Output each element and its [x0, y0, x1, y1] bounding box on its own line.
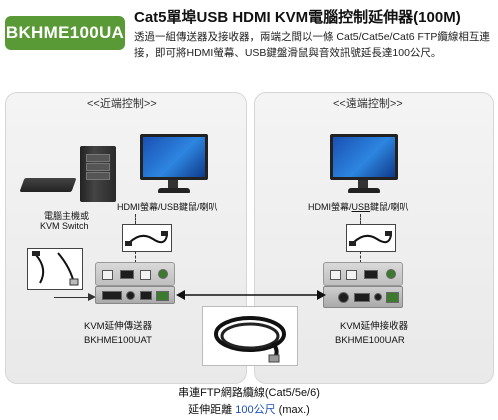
remote-hdmi-cable-icon — [346, 224, 396, 252]
distance-value: 100公尺 — [235, 404, 276, 416]
receiver-label: KVM延伸接收器 — [340, 321, 409, 332]
link-arrow — [176, 290, 326, 300]
host-label-line2: KVM Switch — [40, 221, 89, 231]
receiver-model: BKHME100UAR — [335, 335, 405, 346]
kvm-switch-icon — [19, 178, 77, 192]
transmitter-model: BKHME100UAT — [84, 335, 152, 346]
ftp-cable-icon — [202, 306, 298, 366]
cable-spec: 串連FTP網路纜線(Cat5/5e/6) — [178, 387, 320, 399]
pc-tower-icon — [80, 146, 116, 202]
remote-monitor-icon — [330, 134, 398, 196]
model-number: BKHME100UA — [5, 23, 125, 42]
model-badge: BKHME100UA — [5, 16, 125, 50]
remote-display-label: HDMI螢幕/USB鍵鼠/喇叭 — [308, 202, 409, 212]
receiver-unit — [323, 262, 403, 308]
product-title: Cat5單埠USB HDMI KVM電腦控制延伸器(100M) — [134, 9, 461, 26]
product-description: 透過一組傳送器及接收器，兩端之間以一條 Cat5/Cat5e/Cat6 FTP纜… — [134, 31, 490, 59]
remote-panel-title: <<遠端控制>> — [333, 98, 403, 110]
local-usb-cable-icon — [27, 248, 83, 290]
host-label-line1: 電腦主機或 — [44, 211, 90, 221]
local-panel-title: <<近端控制>> — [87, 98, 157, 110]
transmitter-unit — [95, 262, 175, 304]
distance-spec: 延伸距離 100公尺 (max.) — [188, 404, 310, 416]
local-hdmi-cable-icon — [122, 224, 172, 252]
local-display-label: HDMI螢幕/USB鍵鼠/喇叭 — [117, 202, 218, 212]
transmitter-label: KVM延伸傳送器 — [84, 321, 153, 332]
local-monitor-icon — [140, 134, 208, 196]
